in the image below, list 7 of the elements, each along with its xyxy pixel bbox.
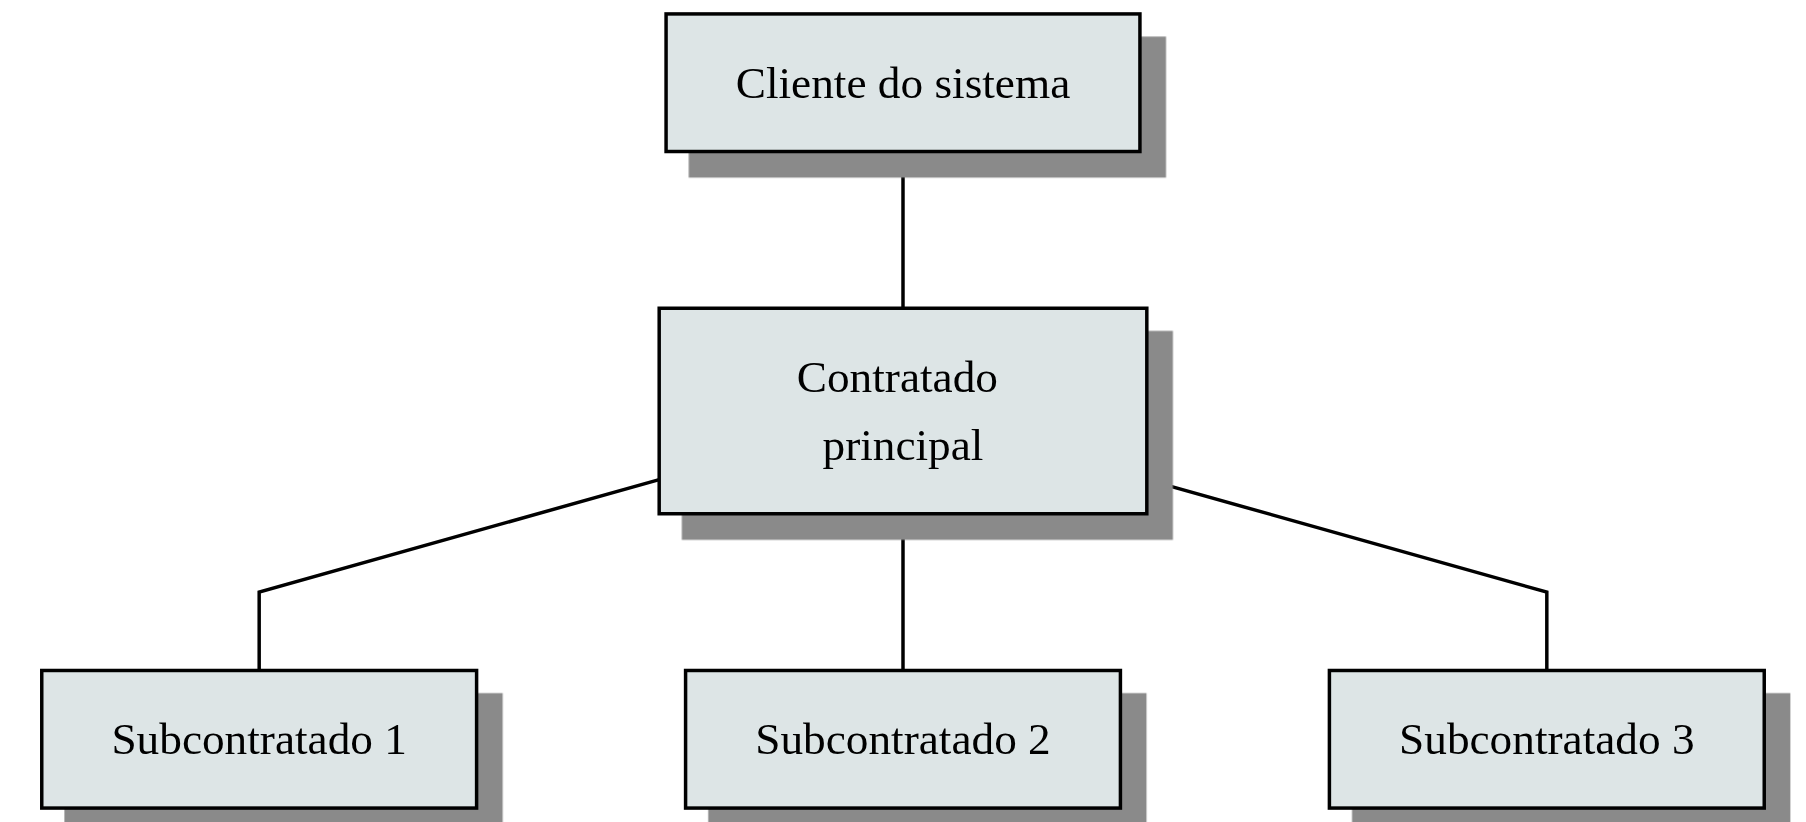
connector bbox=[901, 513, 905, 671]
node-box: Contratado principal bbox=[657, 306, 1149, 516]
node-box: Subcontratado 2 bbox=[683, 668, 1123, 810]
node-box: Subcontratado 1 bbox=[40, 668, 479, 810]
connector bbox=[901, 151, 905, 309]
node-box: Cliente do sistema bbox=[664, 12, 1142, 154]
node-box: Subcontratado 3 bbox=[1327, 668, 1766, 810]
